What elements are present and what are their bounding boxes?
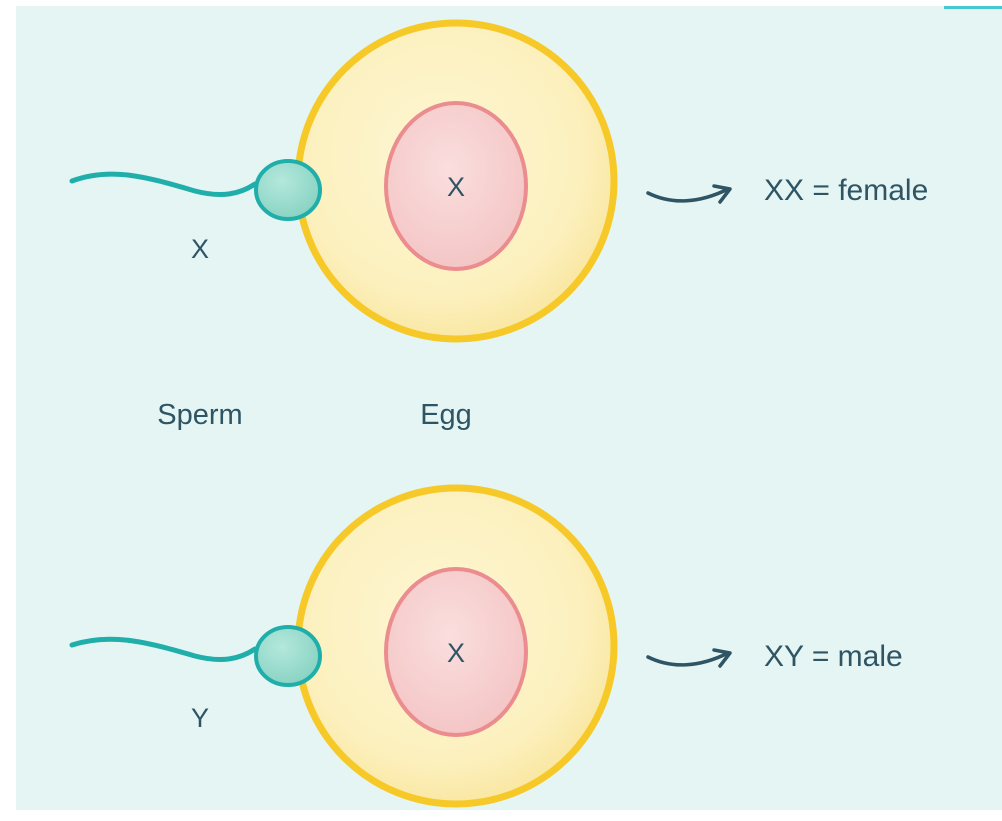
- egg-top: X: [298, 23, 614, 339]
- arrow-top: [648, 189, 728, 201]
- sperm-bottom: Y: [72, 627, 320, 733]
- egg-top-chromosome-label: X: [447, 172, 465, 202]
- sperm-bottom-head: [256, 627, 320, 685]
- result-top-label: XX = female: [764, 174, 928, 207]
- sperm-bottom-tail: [72, 639, 255, 659]
- sperm-top: X: [72, 161, 320, 264]
- sperm-top-tail: [72, 174, 255, 194]
- sperm-top-chromosome-label: X: [191, 234, 209, 264]
- sperm-label: Sperm: [157, 399, 242, 431]
- egg-bottom-chromosome-label: X: [447, 638, 465, 668]
- egg-bottom: X: [298, 488, 614, 804]
- result-bottom-label: XY = male: [764, 640, 903, 673]
- sperm-top-head: [256, 161, 320, 219]
- arrow-bottom: [648, 653, 728, 665]
- egg-label: Egg: [420, 399, 472, 431]
- sperm-bottom-chromosome-label: Y: [191, 703, 209, 733]
